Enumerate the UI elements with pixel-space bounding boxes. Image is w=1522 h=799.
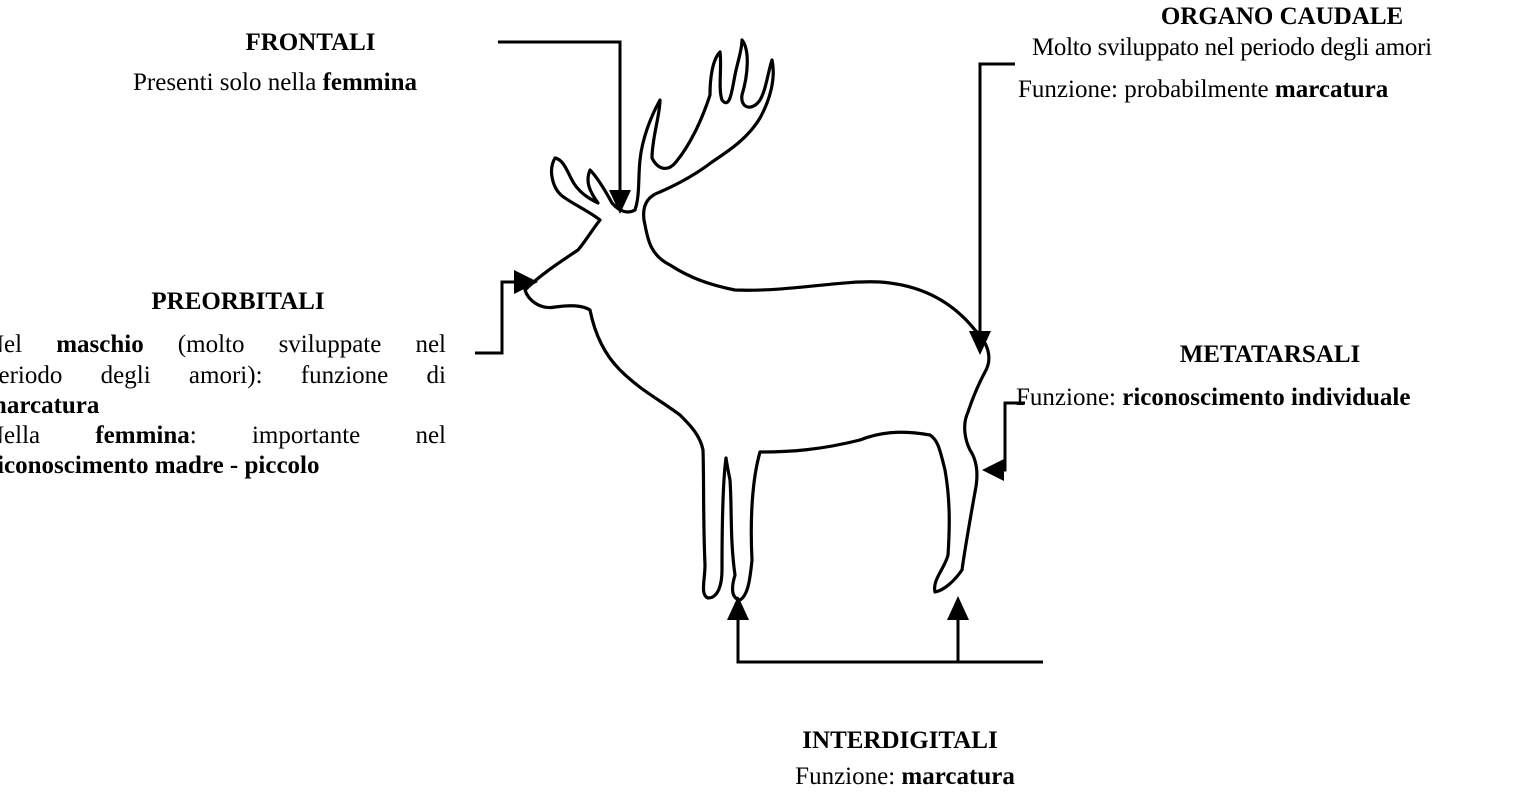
frontali-desc-text: Presenti solo nella	[133, 69, 323, 96]
preorbitali-l4-bold: femmina	[95, 422, 189, 449]
frontali-title: FRONTALI	[228, 28, 393, 58]
caudale-leader	[980, 64, 1015, 350]
caudale-line2-bold: marcatura	[1275, 76, 1388, 103]
caudale-line2-text: Funzione: probabilmente	[1018, 76, 1275, 103]
metatarsali-title: METATARSALI	[1140, 340, 1400, 370]
preorbitali-l5-bold: riconoscimento madre - piccolo	[0, 452, 320, 479]
interdigitali-desc-bold: marcatura	[901, 763, 1014, 790]
preorbitali-l1-pre: Nel	[0, 331, 56, 358]
caudale-line1-box: Molto sviluppato nel periodo degli amori	[1032, 33, 1522, 65]
metatarsali-description: Funzione: riconoscimento individuale	[1016, 383, 1410, 413]
interdigitali-desc-text: Funzione:	[795, 763, 901, 790]
preorbitali-text-box: Nel maschio (molto sviluppate nel period…	[0, 330, 470, 510]
interdigitali-arrowhead-rear	[947, 596, 969, 620]
preorbitali-l3-bold: marcatura	[0, 392, 99, 419]
preorbitali-line4: Nella femmina: importante nel	[0, 421, 446, 451]
metatarsali-desc-box: Funzione: riconoscimento individuale	[1016, 383, 1522, 415]
metatarsali-desc-bold: riconoscimento individuale	[1122, 384, 1410, 411]
preorbitali-l1-post: (molto sviluppate nel	[144, 331, 446, 358]
caudale-line1: Molto sviluppato nel periodo degli amori	[1032, 33, 1432, 63]
frontali-desc-bold: femmina	[323, 69, 417, 96]
caudale-title: ORGANO CAUDALE	[1132, 2, 1432, 32]
preorbitali-line5: riconoscimento madre - piccolo	[0, 451, 320, 481]
metatarsali-desc-text: Funzione:	[1016, 384, 1122, 411]
frontali-description: Presenti solo nella femmina	[133, 68, 417, 98]
preorbitali-leader	[475, 282, 528, 353]
deer-outline	[525, 40, 989, 600]
preorbitali-l4-pre: Nella	[0, 422, 95, 449]
interdigitali-title: INTERDIGITALI	[770, 726, 1030, 756]
interdigitali-leader	[738, 600, 1043, 662]
preorbitali-l4-post: : importante nel	[190, 422, 446, 449]
preorbitali-line2: periodo degli amori): funzione di	[0, 361, 446, 391]
interdigitali-description: Funzione: marcatura	[750, 762, 1060, 792]
interdigitali-arrowhead-front	[727, 596, 749, 620]
metatarsali-arrowhead	[982, 459, 1004, 481]
preorbitali-line3: marcatura	[0, 391, 99, 421]
caudale-line2: Funzione: probabilmente marcatura	[1018, 75, 1388, 105]
preorbitali-l1-bold: maschio	[56, 331, 144, 358]
preorbitali-line1: Nel maschio (molto sviluppate nel	[0, 330, 446, 360]
preorbitali-title: PREORBITALI	[113, 287, 363, 317]
